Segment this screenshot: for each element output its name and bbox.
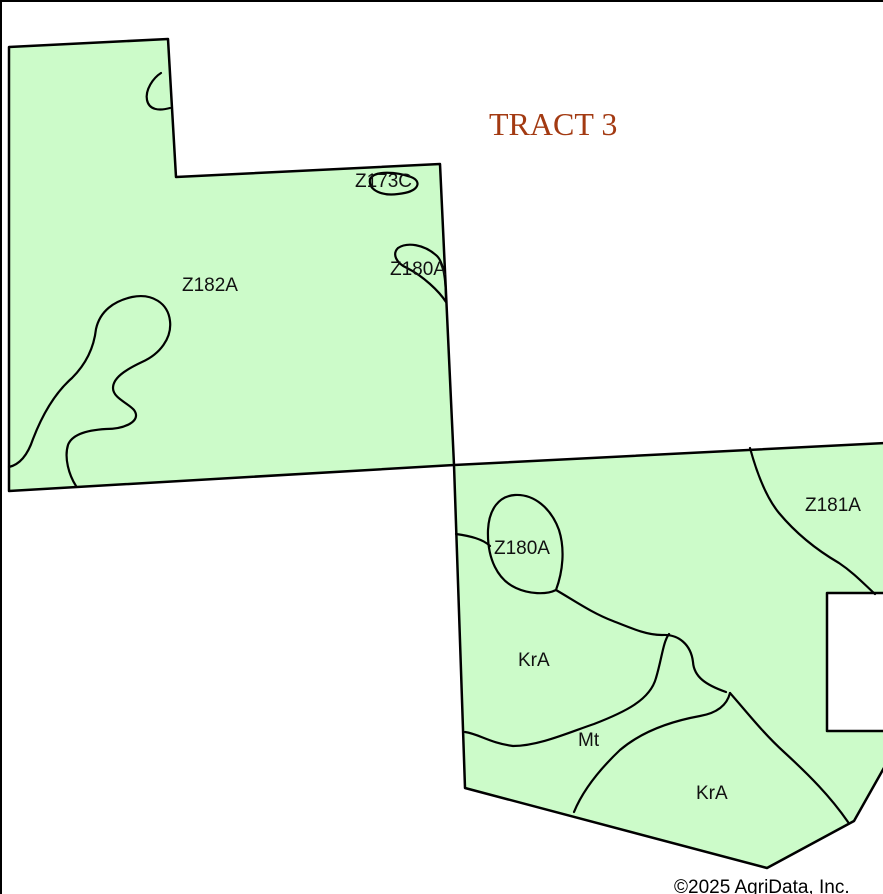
soil-boundary-z173c (145, 71, 172, 111)
soil-label-z173c: Z173C (355, 171, 412, 192)
soil-label-z180a-south: Z180A (494, 538, 550, 559)
soil-label-kra-north: KrA (518, 650, 550, 671)
copyright-text: ©2025 AgriData, Inc. (674, 877, 850, 894)
soil-label-z180a-north: Z180A (390, 259, 446, 280)
soil-boundary-z173c-loop (368, 171, 419, 196)
soil-boundary-z180a-north (394, 243, 448, 304)
soil-boundary-z182a-loop (7, 295, 172, 488)
soil-label-mt: Mt (578, 730, 600, 751)
tract-label: TRACT 3 (489, 106, 617, 142)
soil-label-z182a: Z182A (182, 275, 238, 296)
soil-label-z181a: Z181A (805, 495, 861, 516)
soil-boundary-z181a (748, 446, 877, 596)
soil-boundary-west-inlet (454, 532, 492, 548)
soil-boundary-mt-south (572, 691, 732, 814)
soil-boundary-z180a-south (486, 493, 564, 595)
soil-boundary-kra-south-east (728, 691, 850, 824)
upper-tract-area (7, 37, 456, 493)
soil-boundary-kra-mt-north (554, 588, 728, 694)
soil-label-kra-south: KrA (696, 783, 728, 804)
lower-tract-area (452, 441, 883, 870)
soil-boundary-kra-mt-west (463, 632, 671, 748)
